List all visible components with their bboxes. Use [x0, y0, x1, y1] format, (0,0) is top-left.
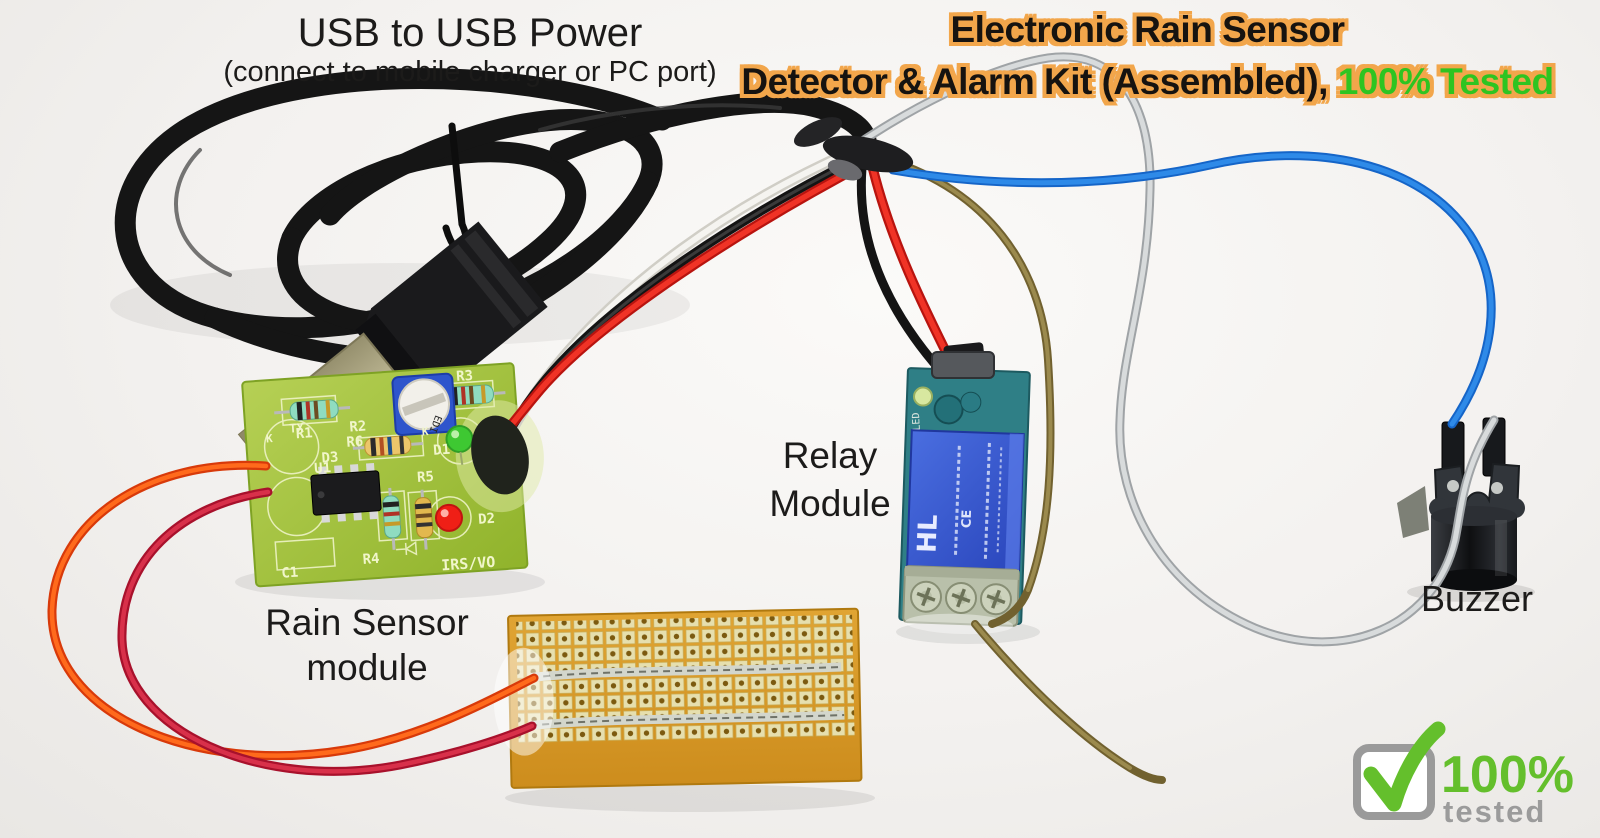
wire-blue: [888, 151, 1496, 429]
relay-led-label: LED: [911, 412, 923, 431]
rain-sensor-label-line2: module: [306, 647, 428, 688]
rain-sensor-pcb: EDI: [241, 362, 544, 588]
badge-percent: 100%: [1441, 746, 1574, 804]
rain-sensor-label: Rain Sensor module: [232, 600, 502, 690]
silkscreen-label: R4: [362, 551, 380, 568]
usb-note-line1: USB to USB Power: [297, 11, 643, 55]
wire-gray: [850, 52, 1499, 647]
silkscreen-label: R2: [349, 418, 367, 435]
wire-orange-loop: [47, 460, 539, 761]
relay-led: [913, 386, 934, 407]
wire-junction: [793, 117, 914, 181]
hot-glue-blob: [493, 647, 554, 756]
terminal-screw: [979, 583, 1012, 616]
wires: [47, 52, 1499, 784]
perfboard-rain-plate: [493, 607, 863, 789]
terminal-screw: [910, 580, 943, 613]
relay-cube: HL CE: [906, 429, 1025, 572]
silkscreen-label: D2: [478, 511, 496, 528]
resistor-r4-vertical: [382, 487, 402, 550]
silkscreen-labels: R1 R2 R6 R3 D3 U1 D1 R5 R4 D2 C1 TX K K …: [266, 368, 496, 582]
relay-module-label: Relay Module: [735, 432, 925, 528]
rain-sensor-label-line1: Rain Sensor: [265, 602, 469, 643]
wire-khaki: [884, 156, 1166, 784]
wire-red-power-relay: [867, 160, 957, 369]
title-line1: Electronic Rain Sensor: [950, 9, 1345, 50]
wire-black-power-relay: [856, 163, 945, 375]
silkscreen-label: TX: [289, 421, 305, 436]
usb-note-line2: (connect to mobile charger or PC port): [223, 56, 717, 88]
silkscreen-label: R6: [346, 434, 364, 451]
terminal-screw: [945, 581, 978, 614]
tested-badge: 100% tested: [1353, 721, 1574, 829]
relay-brand: HL: [913, 514, 944, 553]
badge-caption: tested: [1443, 794, 1546, 829]
relay-label-line1: Relay: [782, 435, 878, 476]
buzzer-label: Buzzer: [1420, 578, 1534, 619]
silkscreen-label: R5: [417, 469, 435, 486]
title-line2-green: 100% Tested: [1337, 61, 1554, 102]
resistor-r1: [274, 399, 351, 421]
resistor-r6: [352, 435, 423, 457]
buzzer: [1397, 417, 1535, 602]
silkscreen-label: K: [266, 432, 274, 445]
green-led: [445, 424, 474, 465]
title-line2-black: Detector & Alarm Kit (Assembled),: [741, 61, 1338, 102]
silkscreen-label: D1: [433, 442, 451, 459]
silkscreen-label: U1: [314, 460, 332, 477]
silkscreen-label: R1: [295, 425, 313, 442]
silkscreen-label: K: [421, 425, 429, 438]
checkmark-icon: [1363, 721, 1446, 812]
page-title: Electronic Rain Sensor Detector & Alarm …: [700, 4, 1595, 108]
sensor-epoxy-blob: [471, 415, 529, 495]
terminal-block: [902, 565, 1020, 627]
red-led: [434, 503, 463, 532]
relay-ce-mark: CE: [959, 509, 975, 528]
silkscreen-label: R3: [456, 368, 474, 385]
relay-label-line2: Module: [769, 483, 891, 524]
wire-crimson-loop: [117, 487, 537, 776]
title-line2: Detector & Alarm Kit (Assembled), 100% T…: [700, 56, 1595, 108]
silkscreen-label: C1: [281, 565, 299, 582]
trimmer-potentiometer: EDI: [391, 372, 457, 436]
silkscreen-label: D3: [321, 449, 339, 466]
silkscreen-label: IRS/VO: [441, 553, 496, 575]
resistor-r5-vertical: [414, 489, 434, 550]
relay-module: LED HL CE: [898, 367, 1031, 635]
relay-top-connector: [931, 342, 995, 379]
usb-power-note: USB to USB Power (connect to mobile char…: [150, 10, 790, 89]
ic-u1: [310, 462, 382, 523]
